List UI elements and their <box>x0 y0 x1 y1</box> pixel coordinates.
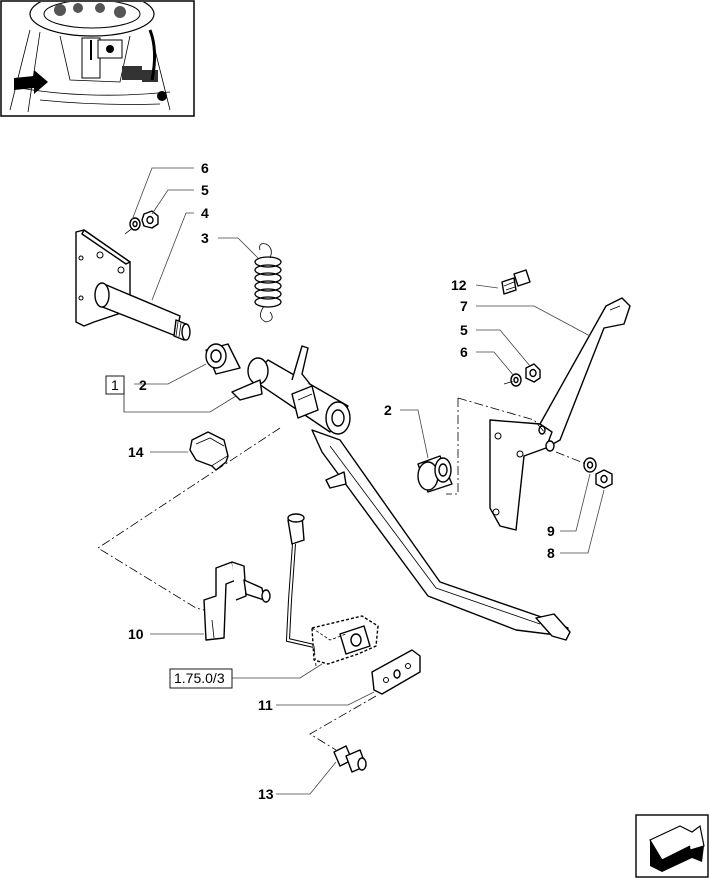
callout-12: 12 <box>451 277 467 293</box>
nut-right <box>525 363 541 383</box>
screw-12 <box>501 269 531 295</box>
assembly-line-4 <box>503 380 515 385</box>
pedal-support-bracket <box>489 297 631 531</box>
callout-11: 11 <box>258 697 273 713</box>
bushing-left <box>205 343 241 375</box>
washer-right <box>510 373 522 387</box>
nut-top <box>141 210 159 229</box>
callout-5-top: 5 <box>201 182 209 198</box>
assembly-line-5 <box>555 451 587 465</box>
callout-1-box <box>105 375 125 395</box>
assembly-line-6 <box>309 695 377 751</box>
next-page-arrow-icon[interactable] <box>635 814 709 878</box>
assembly-line-1 <box>97 427 281 611</box>
callout-7: 7 <box>460 298 468 314</box>
callout-13: 13 <box>258 786 274 802</box>
callout-8: 8 <box>547 545 555 561</box>
pivot-shaft <box>94 282 191 341</box>
callout-3: 3 <box>201 230 209 246</box>
return-spring <box>254 243 282 323</box>
callout-6-top: 6 <box>201 160 209 176</box>
washer-9 <box>583 457 597 473</box>
callout-6-right: 6 <box>460 344 468 360</box>
nut-8 <box>595 469 613 489</box>
reference-box <box>169 668 233 689</box>
mounting-plate <box>371 649 421 695</box>
assembly-line-3 <box>457 397 547 435</box>
switch-sensor <box>311 615 379 665</box>
callout-9: 9 <box>547 523 555 539</box>
rubber-stop-plug <box>189 431 229 471</box>
screw-13 <box>333 745 367 773</box>
clutch-pedal-arm <box>231 345 571 641</box>
callout-14: 14 <box>128 444 144 460</box>
bushing-right <box>417 455 453 493</box>
callout-2-right: 2 <box>384 402 392 418</box>
callout-4: 4 <box>201 205 209 221</box>
callout-1: 1 <box>111 377 119 393</box>
switch-bracket <box>203 561 271 641</box>
assembly-line-2 <box>446 398 459 495</box>
leader-lines <box>123 167 605 795</box>
washer-top <box>129 217 141 231</box>
callout-5-right: 5 <box>460 322 468 338</box>
callout-10: 10 <box>128 626 144 642</box>
reference-label: 1.75.0/3 <box>174 670 225 686</box>
switch-hose <box>285 513 315 648</box>
callout-2-left: 2 <box>139 377 147 393</box>
locator-thumbnail <box>0 0 195 117</box>
assembly-line-7 <box>313 645 317 667</box>
